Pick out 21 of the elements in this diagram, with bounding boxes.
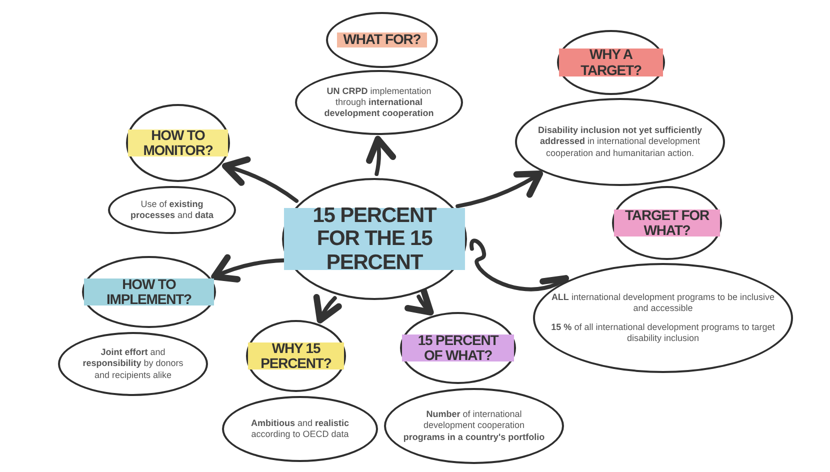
question-text: HOW TO MONITOR? bbox=[128, 126, 228, 160]
question-text: 15 PERCENT OF WHAT? bbox=[402, 332, 514, 364]
answer-text: Number of international development cooperation programs in a country's portfolio bbox=[402, 409, 546, 443]
arrow bbox=[366, 136, 396, 176]
arrow bbox=[314, 294, 342, 324]
arrow bbox=[222, 156, 299, 203]
arrow bbox=[456, 170, 544, 208]
question-text: WHY A TARGET? bbox=[559, 46, 663, 79]
question-text: WHY 15 PERCENT? bbox=[248, 340, 344, 372]
answer-text: UN CRPD implementation through international development cooperation bbox=[323, 86, 435, 120]
answer-text: Ambitious and realistic according to OECD data bbox=[250, 418, 350, 440]
arrow bbox=[404, 286, 434, 316]
answer-text: Disability inclusion not yet sufficiently addressed in international development cooperation and humanitarian action. bbox=[536, 125, 704, 159]
answer-text: Joint effort and responsibility by donors and recipients alike bbox=[82, 347, 184, 381]
answer-text: Use of existing processes and data bbox=[129, 198, 215, 222]
question-text: HOW TO IMPLEMENT? bbox=[84, 276, 214, 308]
answer-text: ALL international development programs to be inclusive and accessible bbox=[551, 292, 775, 314]
question-text: WHAT FOR? bbox=[337, 31, 427, 49]
answer-text: 15 % of all international development programs to target disability inclusion bbox=[551, 322, 775, 344]
arrow bbox=[211, 254, 286, 283]
question-text: TARGET FOR WHAT? bbox=[614, 206, 720, 240]
